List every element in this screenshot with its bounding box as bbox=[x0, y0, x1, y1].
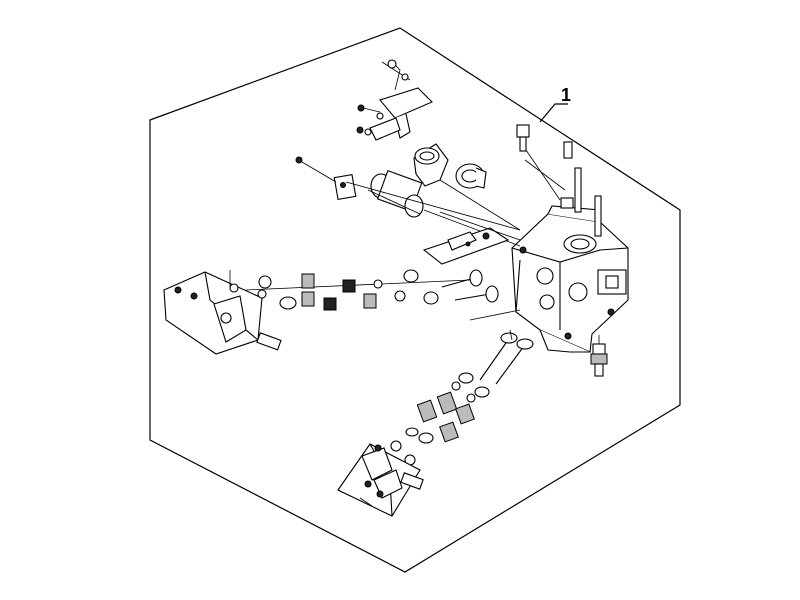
lower-valves bbox=[451, 332, 534, 403]
throttle-bracket bbox=[356, 59, 433, 141]
head-studs bbox=[560, 141, 602, 237]
kit-boundary bbox=[149, 27, 681, 573]
cover-plate bbox=[295, 156, 357, 201]
temperature-sensor bbox=[516, 124, 561, 201]
cylinder-head bbox=[511, 205, 629, 353]
rocker-shaft-plate bbox=[422, 227, 510, 265]
callout-leader-line bbox=[539, 103, 568, 123]
spark-plug bbox=[590, 335, 608, 377]
rubber-boot bbox=[455, 163, 487, 189]
intake-elbow bbox=[413, 143, 521, 231]
upper-rocker-assembly bbox=[163, 270, 471, 355]
camshaft bbox=[367, 169, 521, 247]
lower-rocker-assembly bbox=[337, 443, 424, 517]
callout-label-1: 1 bbox=[561, 85, 571, 105]
assembly-guide-lines bbox=[345, 159, 566, 341]
lower-valve-springs bbox=[390, 391, 475, 466]
upper-valve-train bbox=[257, 269, 499, 311]
